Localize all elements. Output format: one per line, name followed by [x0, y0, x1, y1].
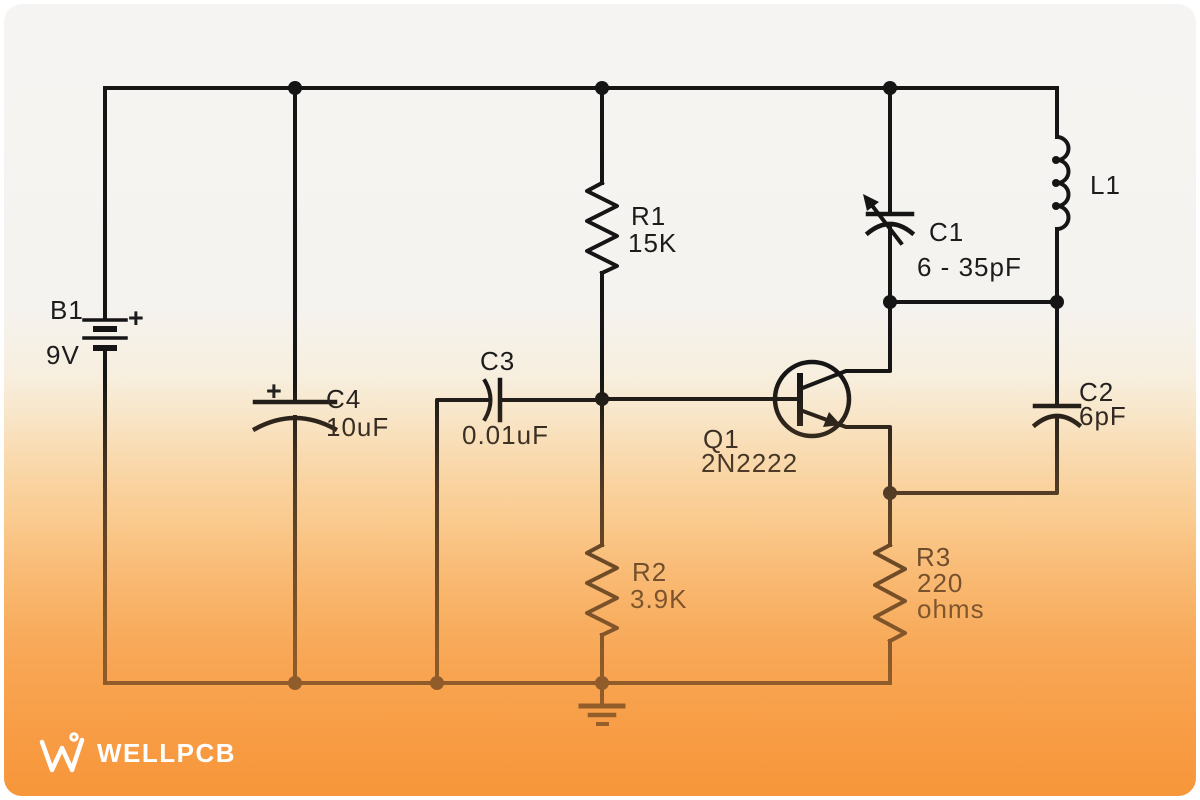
- label-l1-ref: L1: [1090, 170, 1121, 200]
- label-c1-value: 6 - 35pF: [917, 252, 1022, 282]
- wellpcb-logo-icon: [39, 732, 85, 773]
- label-q1-value: 2N2222: [701, 448, 799, 478]
- label-c4-plus: +: [266, 376, 282, 406]
- label-r1-ref: R1: [631, 201, 667, 231]
- label-b1-value: 9V: [46, 340, 80, 370]
- label-r1-value: 15K: [628, 228, 678, 258]
- label-b1-plus: +: [128, 303, 144, 333]
- label-c3-ref: C3: [480, 346, 516, 376]
- wellpcb-logo: WELLPCB: [38, 730, 236, 776]
- label-b1-ref: B1: [50, 295, 84, 325]
- label-c4-ref: C4: [326, 384, 362, 414]
- label-c1-ref: C1: [929, 217, 965, 247]
- schematic-card: B1 9V + + C4 10uF C3 0.01uF R1 15K R2 3.…: [4, 4, 1196, 796]
- label-r2-ref: R2: [632, 557, 668, 587]
- label-c2-value: 6pF: [1079, 401, 1127, 431]
- label-c3-value: 0.01uF: [462, 420, 549, 450]
- label-r3-unit: ohms: [917, 594, 985, 624]
- wellpcb-logo-text: WELLPCB: [97, 737, 237, 768]
- label-c4-value: 10uF: [326, 412, 390, 442]
- component-labels: B1 9V + + C4 10uF C3 0.01uF R1 15K R2 3.…: [4, 4, 1196, 796]
- label-r2-value: 3.9K: [630, 584, 688, 614]
